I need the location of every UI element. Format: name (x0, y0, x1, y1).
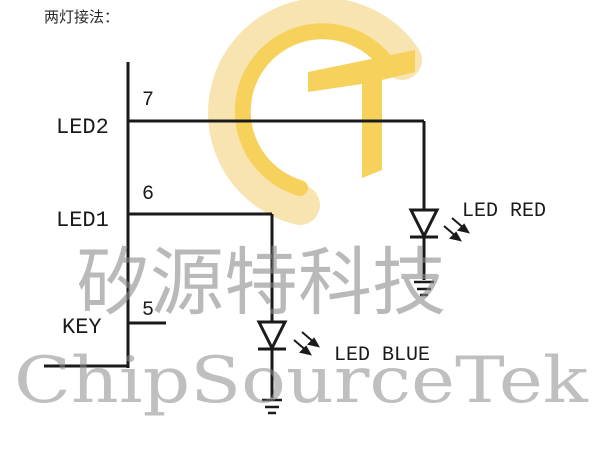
key-label: KEY (62, 315, 102, 340)
red-led-emission-arrows-icon (443, 217, 470, 242)
pin-5-number: 5 (142, 299, 154, 322)
logo-arc (208, 0, 422, 225)
logo-t-bar (308, 50, 415, 178)
blue-led-diode-icon (256, 320, 288, 352)
blue-led-emission-arrows-icon (293, 331, 320, 356)
pin-6-number: 6 (142, 183, 154, 206)
red-led-diode-icon (408, 208, 440, 240)
watermark-cn-text: 矽源特科技 (76, 240, 446, 326)
led-red-label: LED RED (462, 200, 546, 223)
led1-label: LED1 (56, 208, 109, 233)
logo-arc-inner (234, 23, 398, 196)
led2-label: LED2 (56, 115, 109, 140)
red-led-ground-icon (414, 280, 434, 297)
page-heading: 两灯接法： (44, 8, 120, 26)
led-blue-label: LED BLUE (334, 344, 430, 367)
watermark-logo (208, 0, 422, 225)
blue-led-ground-icon (262, 398, 282, 415)
watermark-en-text: ChipSourceTek (14, 344, 589, 418)
pin-7-number: 7 (142, 89, 154, 112)
